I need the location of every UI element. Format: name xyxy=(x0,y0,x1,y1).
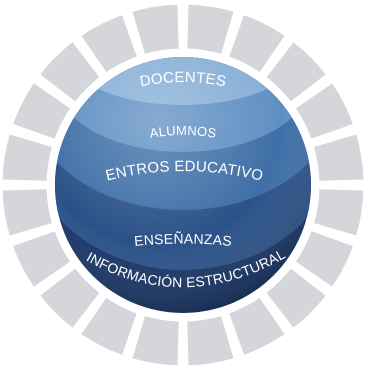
ring-segment xyxy=(131,314,180,367)
ring-segment xyxy=(265,267,328,330)
ring-segment xyxy=(38,40,101,103)
ring-segment xyxy=(294,229,355,288)
ring-segment xyxy=(80,13,139,74)
label-docentes: DOCENTES xyxy=(138,69,227,91)
ring-segment xyxy=(1,188,54,237)
ring-segment xyxy=(312,188,365,237)
ring-segment xyxy=(294,82,355,141)
sphere-shading xyxy=(55,57,311,313)
ring-segment xyxy=(11,229,72,288)
ring-segment xyxy=(312,133,365,182)
ring-segment xyxy=(131,3,180,56)
label-ensenanzas: ENSEÑANZAS xyxy=(133,230,232,249)
ring-segment xyxy=(186,3,235,56)
ring-segment xyxy=(227,296,286,357)
outer-segmented-ring xyxy=(1,3,365,367)
ring-segment xyxy=(38,267,101,330)
ring-segment xyxy=(11,82,72,141)
ring-segment xyxy=(227,13,286,74)
ring-segment xyxy=(1,133,54,182)
ring-segment xyxy=(186,314,235,367)
ring-segment xyxy=(265,40,328,103)
ring-segment xyxy=(80,296,139,357)
